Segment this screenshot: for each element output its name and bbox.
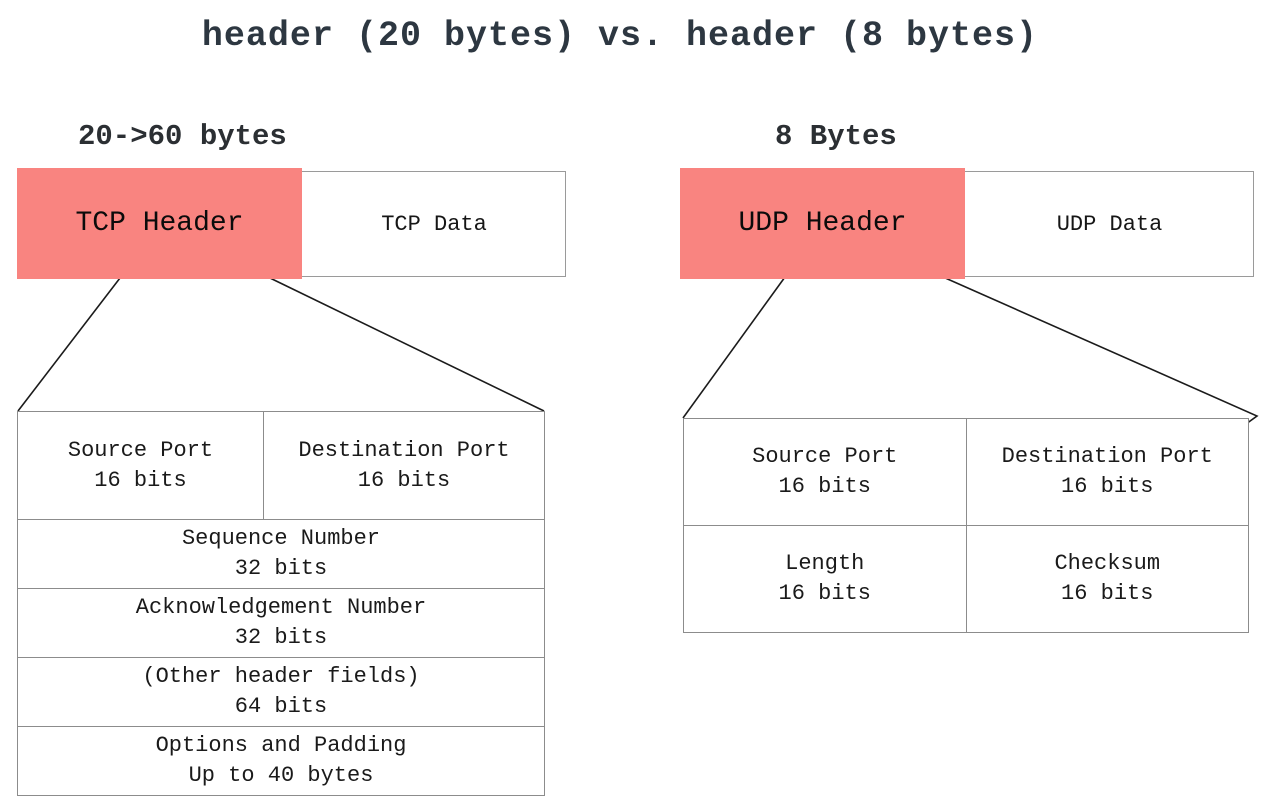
tcp-header-label: TCP Header: [75, 208, 244, 239]
diagram-title: header (20 bytes) vs. header (8 bytes): [201, 16, 1039, 56]
field-size: 16 bits: [778, 474, 871, 499]
tcp-row-sequence-number: Sequence Number 32 bits: [18, 519, 544, 588]
udp-field-checksum: Checksum 16 bits: [965, 526, 1249, 632]
udp-size-label: 8 Bytes: [775, 120, 897, 153]
tcp-row-other-header-fields: (Other header fields) 64 bits: [18, 657, 544, 726]
tcp-field-source-port: Source Port 16 bits: [18, 412, 263, 519]
field-name: Options and Padding: [155, 733, 407, 758]
tcp-field-sequence-number: Sequence Number 32 bits: [18, 520, 544, 588]
field-name: Length: [785, 551, 865, 576]
field-size: 64 bits: [234, 694, 328, 719]
udp-header-field-table: Source Port 16 bits Destination Port 16 …: [683, 418, 1249, 633]
tcp-row-acknowledgement-number: Acknowledgement Number 32 bits: [18, 588, 544, 657]
field-name: Checksum: [1054, 551, 1161, 576]
udp-field-length: Length 16 bits: [684, 526, 966, 632]
tcp-field-destination-port: Destination Port 16 bits: [263, 412, 544, 519]
udp-data-label: UDP Data: [1056, 211, 1163, 237]
field-name: (Other header fields): [142, 664, 420, 689]
tcp-data-block: TCP Data: [302, 171, 566, 277]
udp-field-source-port: Source Port 16 bits: [684, 419, 966, 525]
tcp-field-other-header-fields: (Other header fields) 64 bits: [18, 658, 544, 726]
field-size: 16 bits: [94, 467, 187, 493]
tcp-row-options-and-padding: Options and Padding Up to 40 bytes: [18, 726, 544, 795]
field-name: Acknowledgement Number: [135, 595, 427, 620]
field-size: 32 bits: [234, 625, 328, 650]
field-size: 16 bits: [357, 467, 451, 493]
udp-header-block: UDP Header: [680, 168, 965, 279]
tcp-connector-left: [17, 277, 121, 412]
field-size: 32 bits: [234, 556, 328, 581]
udp-row-ports: Source Port 16 bits Destination Port 16 …: [684, 419, 1248, 525]
field-size: 16 bits: [1061, 474, 1154, 499]
tcp-connector-right: [269, 277, 545, 412]
udp-connector-left: [682, 276, 786, 419]
field-name: Sequence Number: [181, 526, 381, 551]
udp-connector-right-arrow: [942, 276, 1259, 425]
udp-header-label: UDP Header: [738, 208, 907, 239]
tcp-data-label: TCP Data: [381, 211, 487, 237]
field-name: Source Port: [752, 444, 898, 469]
tcp-header-field-table: Source Port 16 bits Destination Port 16 …: [17, 411, 545, 796]
field-size: 16 bits: [1061, 581, 1154, 606]
tcp-size-label: 20->60 bytes: [78, 120, 287, 153]
tcp-row-ports: Source Port 16 bits Destination Port 16 …: [18, 412, 544, 519]
udp-field-destination-port: Destination Port 16 bits: [965, 419, 1249, 525]
field-name: Destination Port: [298, 437, 510, 463]
field-size: 16 bits: [778, 581, 871, 606]
tcp-field-acknowledgement-number: Acknowledgement Number 32 bits: [18, 589, 544, 657]
udp-data-block: UDP Data: [965, 171, 1254, 277]
tcp-field-options-and-padding: Options and Padding Up to 40 bytes: [18, 727, 544, 795]
field-name: Source Port: [67, 437, 214, 463]
udp-row-length-checksum: Length 16 bits Checksum 16 bits: [684, 525, 1248, 632]
field-name: Destination Port: [1001, 444, 1213, 469]
field-size: Up to 40 bytes: [188, 763, 374, 788]
tcp-header-block: TCP Header: [17, 168, 302, 279]
